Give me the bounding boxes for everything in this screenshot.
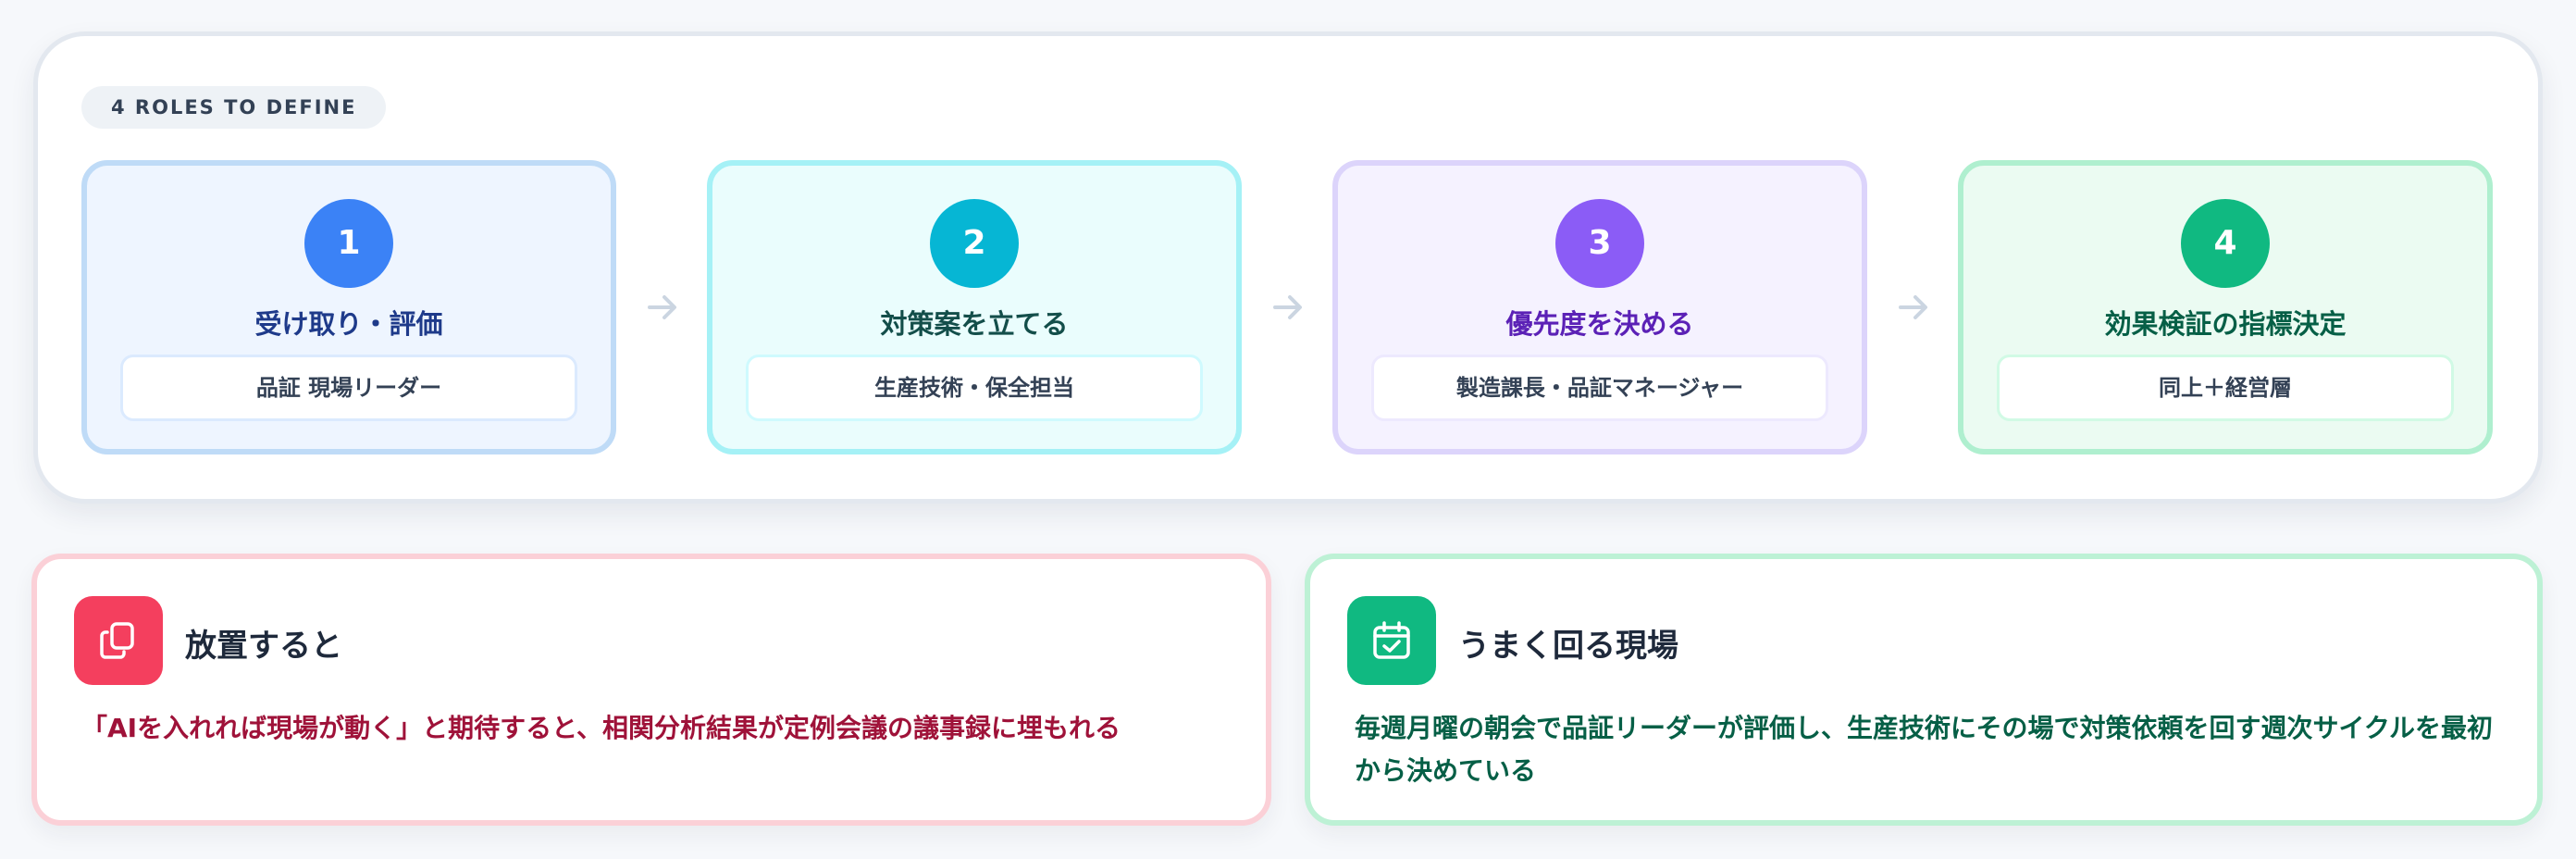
role-title: 効果検証の指標決定	[2104, 308, 2347, 340]
role-card-4: 4 効果検証の指標決定 同上＋経営層	[1958, 160, 2493, 454]
copy-icon	[74, 596, 163, 685]
role-owner: 同上＋経営層	[1997, 355, 2454, 421]
role-number-badge: 1	[304, 199, 393, 288]
role-title: 対策案を立てる	[880, 308, 1069, 340]
role-number-badge: 3	[1555, 199, 1644, 288]
section-tag: 4 ROLES TO DEFINE	[81, 86, 387, 129]
warning-note-card: 放置すると 「AIを入れれば現場が動く」と期待すると、相関分析結果が定例会議の議…	[31, 554, 1271, 826]
role-owner: 生産技術・保全担当	[746, 355, 1203, 421]
role-owner: 製造課長・品証マネージャー	[1371, 355, 1828, 421]
success-note-card: うまく回る現場 毎週月曜の朝会で品証リーダーが評価し、生産技術にその場で対策依頼…	[1305, 554, 2543, 826]
role-number-badge: 4	[2181, 199, 2270, 288]
role-title: 優先度を決める	[1505, 308, 1694, 340]
role-card-3: 3 優先度を決める 製造課長・品証マネージャー	[1332, 160, 1867, 454]
role-card-1: 1 受け取り・評価 品証 現場リーダー	[81, 160, 616, 454]
note-body: 「AIを入れれば現場が動く」と期待すると、相関分析結果が定例会議の議事録に埋もれ…	[81, 713, 1121, 743]
note-title: うまく回る現場	[1458, 628, 1678, 665]
role-title: 受け取り・評価	[254, 308, 443, 340]
note-body: 毎週月曜の朝会で品証リーダーが評価し、生産技術にその場で対策依頼を回す週次サイク…	[1355, 713, 2494, 786]
note-title: 放置すると	[185, 628, 342, 665]
role-owner: 品証 現場リーダー	[120, 355, 577, 421]
role-card-2: 2 対策案を立てる 生産技術・保全担当	[707, 160, 1242, 454]
arrow-right-icon	[1899, 295, 1927, 319]
calendar-check-icon	[1347, 596, 1436, 685]
arrow-right-icon	[1273, 295, 1302, 319]
arrow-right-icon	[648, 295, 676, 319]
role-number-badge: 2	[930, 199, 1019, 288]
